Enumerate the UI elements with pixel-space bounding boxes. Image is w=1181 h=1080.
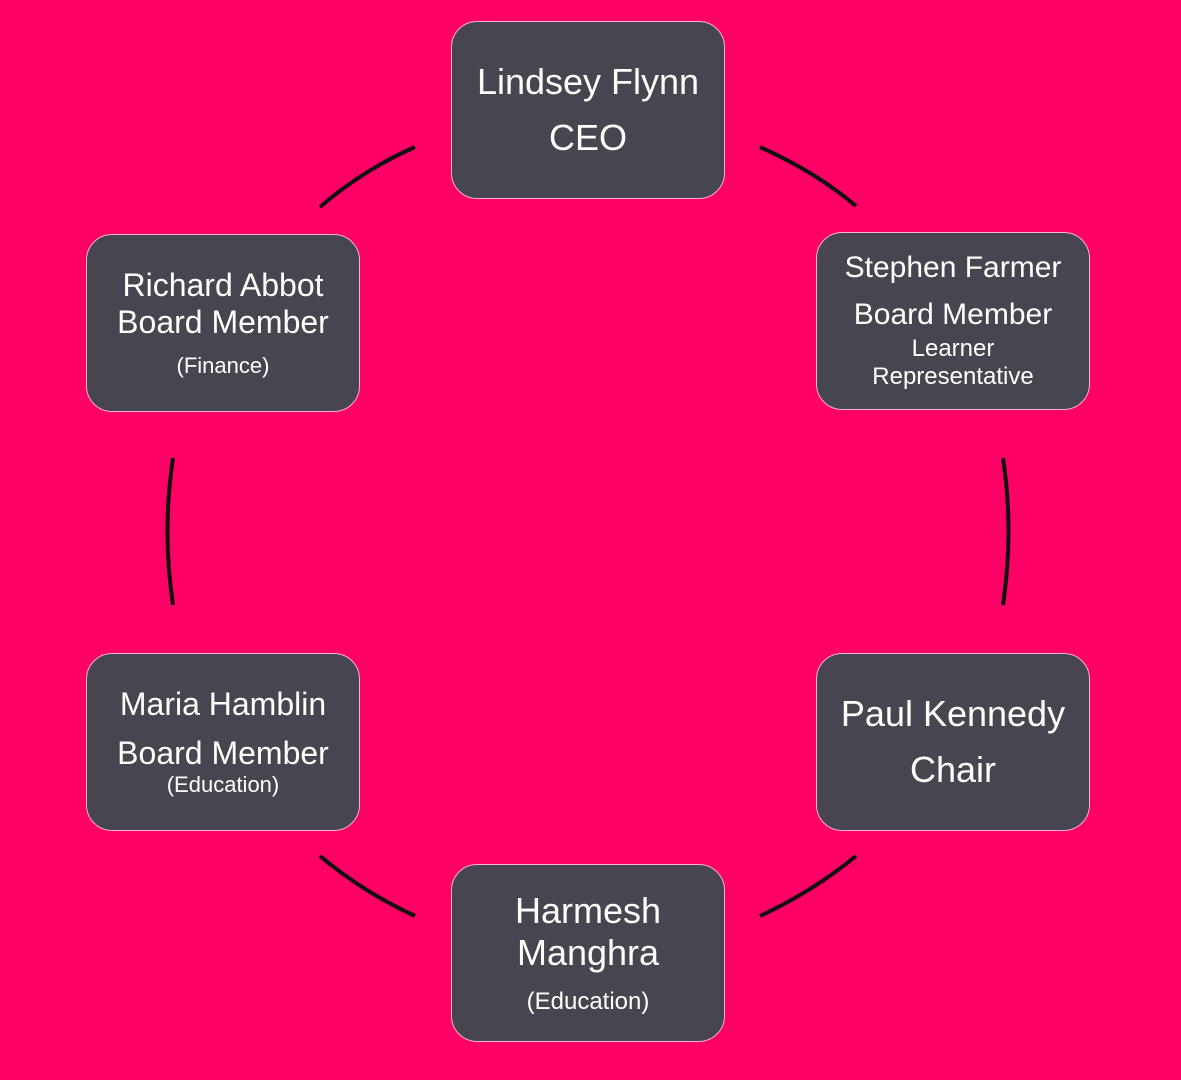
node-maria-hamblin: Maria Hamblin Board Member (Education) xyxy=(86,653,360,831)
node-note: Learner Representative xyxy=(872,334,1034,390)
connector-bottom-right xyxy=(759,854,858,918)
connector-left xyxy=(165,457,175,606)
connector-top-right xyxy=(759,145,858,208)
node-role: Chair xyxy=(909,749,997,790)
node-name: Richard Abbot xyxy=(122,267,324,304)
node-role: Board Member xyxy=(853,298,1053,332)
node-lindsey-flynn: Lindsey Flynn CEO xyxy=(451,21,725,199)
node-name: Maria Hamblin xyxy=(119,686,327,723)
node-harmesh-manghra: Harmesh Manghra (Education) xyxy=(451,864,725,1042)
node-note: (Education) xyxy=(526,987,650,1015)
connector-right xyxy=(1001,457,1011,606)
connector-top-left xyxy=(318,145,416,209)
node-richard-abbot: Richard Abbot Board Member (Finance) xyxy=(86,234,360,412)
node-name: Paul Kennedy xyxy=(840,693,1066,735)
node-role: CEO xyxy=(548,117,627,158)
node-role: Board Member xyxy=(117,735,329,772)
node-name-last: Manghra xyxy=(516,932,660,974)
node-note: (Education) xyxy=(166,772,280,798)
node-name-first: Harmesh xyxy=(514,890,662,932)
node-role: Board Member xyxy=(117,304,329,341)
node-stephen-farmer: Stephen Farmer Board Member Learner Repr… xyxy=(816,232,1090,410)
node-name: Stephen Farmer xyxy=(844,251,1062,285)
node-paul-kennedy: Paul Kennedy Chair xyxy=(816,653,1090,831)
node-note: (Finance) xyxy=(176,353,270,379)
node-name: Lindsey Flynn xyxy=(476,61,700,103)
connector-bottom-left xyxy=(318,854,416,918)
